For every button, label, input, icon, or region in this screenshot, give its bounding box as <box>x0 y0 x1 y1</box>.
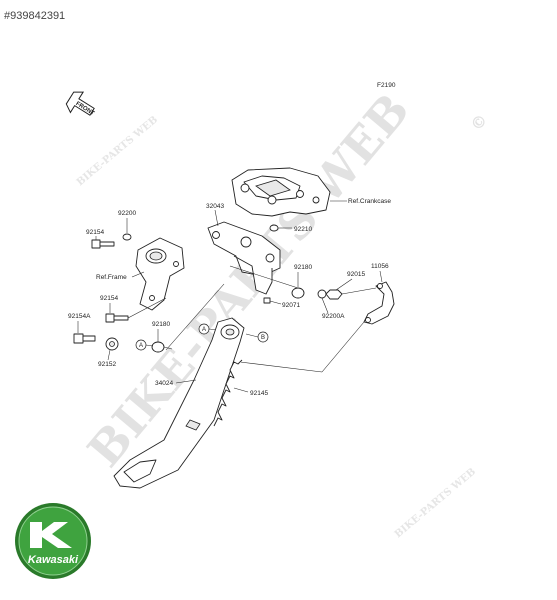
part-number-92154-mid: 92154 <box>100 295 118 302</box>
bolt-92154-mid <box>105 313 129 323</box>
bolt-92154-top <box>91 239 115 249</box>
side-bracket-11056 <box>363 281 395 325</box>
part-number-92071: 92071 <box>282 302 300 309</box>
ref-frame-label: Ref.Frame <box>96 274 127 281</box>
part-number-92154-top: 92154 <box>86 229 104 236</box>
watermark-small-top: BIKE-PARTS WEB <box>75 114 160 188</box>
listing-id: #939842391 <box>4 10 66 22</box>
crankcase-bracket <box>231 167 331 217</box>
assembly-lines <box>127 265 365 373</box>
part-92071 <box>263 297 271 304</box>
svg-text:B: B <box>261 335 265 341</box>
part-number-92200A: 92200A <box>322 313 345 320</box>
svg-text:A: A <box>139 343 143 349</box>
washer-92200A <box>317 289 327 299</box>
part-number-92200: 92200 <box>118 210 136 217</box>
part-number-11056: 11056 <box>371 263 389 270</box>
ref-crankcase-label: Ref.Crankcase <box>348 198 391 205</box>
watermark-copyright: © <box>467 110 492 134</box>
bolt-92154A <box>73 333 96 344</box>
svg-text:A: A <box>202 327 206 333</box>
spring-92145 <box>213 359 243 427</box>
part-number-92180-upper: 92180 <box>294 264 312 271</box>
part-number-92210: 92210 <box>294 226 312 233</box>
kawasaki-logo: Kawasaki <box>15 503 91 579</box>
figure-code: F2190 <box>377 82 396 89</box>
bracket-plate-32043 <box>207 221 281 295</box>
part-number-92154A: 92154A <box>68 313 91 320</box>
part-number-92015: 92015 <box>347 271 365 278</box>
front-arrow-icon: FRONT <box>65 91 95 117</box>
kawasaki-logo-text: Kawasaki <box>28 554 79 566</box>
washer-92210 <box>269 224 279 232</box>
collar-92180-upper <box>291 287 305 299</box>
part-number-92180-lower: 92180 <box>152 321 170 328</box>
watermark-small-bottom: BIKE-PARTS WEB <box>393 466 478 540</box>
part-number-34024: 34024 <box>155 380 173 387</box>
side-stand-34024 <box>113 317 245 489</box>
washer-92200 <box>122 233 132 241</box>
part-number-32043: 32043 <box>206 203 224 210</box>
nut-92015 <box>325 289 343 300</box>
collar-92180-lower <box>151 341 165 353</box>
part-number-92152: 92152 <box>98 361 116 368</box>
part-number-92145: 92145 <box>250 390 268 397</box>
frame-tube <box>135 237 185 311</box>
